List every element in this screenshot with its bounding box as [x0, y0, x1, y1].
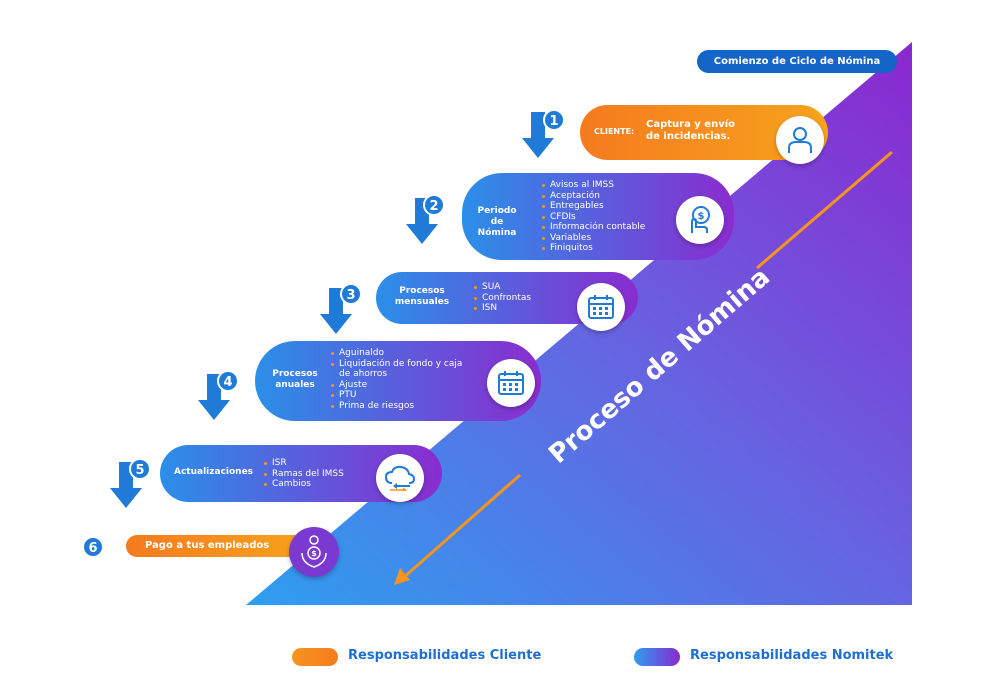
start-cycle-label: Comienzo de Ciclo de Nómina [697, 50, 897, 73]
list-item: ISN [474, 303, 531, 314]
payment-hands-icon: $ [301, 535, 327, 568]
list-item: Información contable [542, 222, 645, 233]
step-3-icon-circle [577, 283, 625, 331]
legend-nomitek-swatch [634, 648, 680, 666]
legend-nomitek-label: Responsabilidades Nomitek [690, 648, 894, 663]
step-2-icon-circle: $ [676, 196, 724, 244]
list-item: Finiquitos [542, 243, 645, 254]
list-item: ISR [264, 458, 344, 469]
down-arrow-icon [198, 374, 230, 420]
calendar-icon [588, 295, 614, 319]
list-item: Variables [542, 233, 645, 244]
step-2-items: Avisos al IMSS Aceptación Entregables CF… [542, 180, 645, 254]
step-3-badge: 3 [340, 283, 362, 305]
step-6-card: Pago a tus empleados [126, 535, 314, 557]
start-cycle-text: Comienzo de Ciclo de Nómina [713, 56, 881, 67]
list-item: Aceptación [542, 191, 645, 202]
step-4-items: Aguinaldo Liquidación de fondo y caja de… [331, 348, 471, 411]
list-item: Entregables [542, 201, 645, 212]
list-item: Liquidación de fondo y caja de ahorros [331, 359, 471, 380]
step-2-title: Periodo de Nómina [477, 206, 517, 238]
list-item: Prima de riesgos [331, 401, 471, 412]
down-arrow-icon [320, 288, 352, 334]
step-6-title: Pago a tus empleados [145, 540, 270, 551]
step-4-title: Procesos anuales [272, 369, 318, 390]
step-5-badge: 5 [129, 458, 151, 480]
cloud-sync-icon [384, 465, 416, 491]
step-1-icon-circle [776, 116, 824, 164]
down-arrow-icon [110, 462, 142, 508]
step-6-icon-circle: $ [289, 527, 339, 577]
step-1-badge: 1 [543, 109, 565, 131]
list-item: Aguinaldo [331, 348, 471, 359]
legend-client-swatch [292, 648, 338, 666]
list-item: Ajuste [331, 380, 471, 391]
calendar-icon [498, 371, 524, 395]
svg-text:$: $ [311, 549, 317, 558]
step-2-badge: 2 [423, 194, 445, 216]
list-item: Cambios [264, 479, 344, 490]
step-1-tag: CLIENTE: [594, 127, 635, 136]
list-item: Confrontas [474, 293, 531, 304]
step-3-items: SUA Confrontas ISN [474, 282, 531, 314]
user-icon [788, 127, 812, 153]
step-4-badge: 4 [217, 370, 239, 392]
list-item: SUA [474, 282, 531, 293]
step-4-icon-circle [487, 359, 535, 407]
down-arrow-icon [522, 112, 554, 158]
step-5-items: ISR Ramas del IMSS Cambios [264, 458, 344, 490]
step-5-title: Actualizaciones [174, 467, 254, 477]
step-3-title: Procesos mensuales [394, 286, 450, 307]
down-arrow-icon [406, 198, 438, 244]
step-5-icon-circle [376, 454, 424, 502]
list-item: CFDIs [542, 212, 645, 223]
list-item: PTU [331, 390, 471, 401]
step-1-title: Captura y envío de incidencias. [646, 119, 736, 142]
legend-client-label: Responsabilidades Cliente [348, 648, 542, 663]
svg-text:$: $ [698, 211, 705, 222]
step-6-badge: 6 [82, 536, 104, 558]
list-item: Avisos al IMSS [542, 180, 645, 191]
list-item: Ramas del IMSS [264, 469, 344, 480]
hand-money-icon: $ [691, 206, 710, 233]
